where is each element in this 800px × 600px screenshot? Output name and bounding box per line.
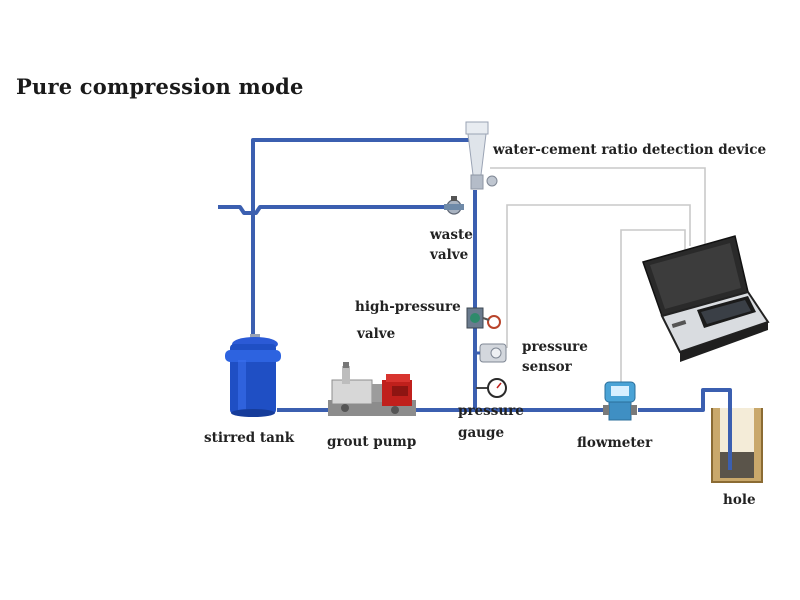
flowmeter-icon (603, 381, 637, 421)
label-stirred-tank: stirred tank (204, 430, 295, 446)
stirred-tank-icon (225, 334, 281, 417)
pressure-gauge-icon (476, 378, 507, 398)
label-waste-valve-line2: valve (430, 247, 469, 263)
diagram-title: Pure compression mode (16, 74, 304, 99)
signal-cables (490, 167, 706, 382)
label-high-pressure-valve-line2: valve (357, 326, 396, 342)
pipe-waste-line (218, 205, 453, 215)
label-pressure-sensor-line2: sensor (522, 359, 572, 375)
label-pressure-gauge-line1: pressure (458, 403, 524, 419)
label-hole: hole (723, 492, 756, 508)
label-pressure-sensor-line1: pressure (522, 339, 588, 355)
label-flowmeter: flowmeter (577, 435, 653, 451)
high-pressure-valve-icon (466, 307, 501, 329)
grout-pump-icon (328, 362, 416, 416)
label-water-cement-device: water-cement ratio detection device (493, 142, 767, 158)
pressure-sensor-icon (475, 343, 507, 363)
cable-device (490, 167, 706, 252)
label-pressure-gauge-line2: gauge (458, 425, 505, 441)
cable-flowmeter (620, 229, 686, 382)
label-waste-valve-line1: waste (430, 227, 473, 243)
label-high-pressure-valve-line1: high-pressure (355, 299, 461, 315)
pipe-return-to-tank (251, 138, 475, 340)
detection-device-case-icon (642, 235, 770, 362)
label-grout-pump: grout pump (327, 434, 417, 450)
hole-icon (711, 390, 763, 483)
water-cement-sensor-icon (465, 121, 498, 190)
cable-pressure-sensor (506, 204, 691, 348)
waste-valve-icon (444, 196, 464, 215)
